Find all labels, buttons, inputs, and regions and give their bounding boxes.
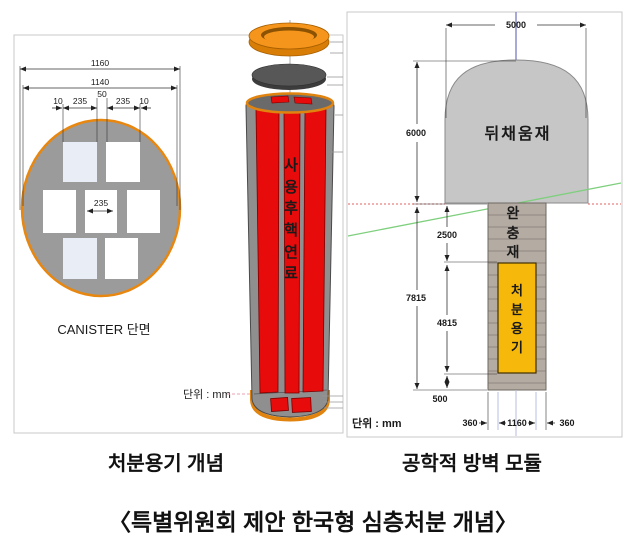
canister-section-title: CANISTER 단면 [57,322,150,337]
callout-leader-lines [322,41,343,409]
dim-500: 500 [432,394,447,404]
fuel-cell [63,142,97,182]
barrier-dimension-lines [413,22,587,430]
buffer-char: 재 [507,244,520,260]
fuel-vertical-label: 사 용 후 핵 연 료 [284,157,298,282]
disposal-container [497,262,537,374]
dim-1160: 1160 [91,58,110,68]
buffer-vertical-label: 완 충 재 [507,205,520,260]
fuel-cell [43,190,76,233]
fuel-char: 료 [284,265,298,282]
exploded-canister: 사 용 후 핵 연 료 [245,20,343,422]
fuel-char: 후 [284,200,298,217]
dim-235-center: 235 [94,198,108,208]
dim-5000: 5000 [506,20,526,30]
caption-figure-title: 〈특별위원회 제안 한국형 심층처분 개념〉 [107,509,519,535]
left-unit-label: 단위 : mm [183,388,231,401]
container-vertical-label: 처 분 용 기 [511,283,523,355]
dim-1140: 1140 [91,77,110,87]
ground-green-line [347,182,622,237]
backfill-label: 뒤채움재 [485,124,552,143]
fuel-char: 연 [284,244,298,261]
container-char: 기 [511,340,523,355]
canister-cross-section: 1160 1140 10 235 50 235 10 235 CANISTER … [19,58,267,401]
bottom-fuel-blocks [270,396,312,413]
fuel-char: 핵 [284,222,298,239]
deposition-hole: 완 충 재 처 분 용 기 [487,202,547,391]
section-dimension-lines [19,66,181,214]
inner-lid-disc [251,63,327,90]
caption-engineered-barrier-module: 공학적 방벽 모듈 [402,453,542,475]
lid-ring [248,22,330,57]
container-char: 처 [511,283,523,298]
fuel-slabs [255,108,327,394]
section-dimension-labels: 1160 1140 10 235 50 235 10 235 [53,58,149,208]
left-panel: 1160 1140 10 235 50 235 10 235 CANISTER … [13,20,344,434]
dim-6000: 6000 [406,128,426,138]
dim-2500: 2500 [437,230,457,240]
top-opening-rim [245,92,335,114]
canister-body: 사 용 후 핵 연 료 [245,92,335,422]
fuel-cell [105,238,138,279]
fuel-cell [63,238,97,279]
right-panel: 뒤채움재 완 충 재 [346,11,623,438]
dim-10-right: 10 [139,96,149,106]
fuel-char: 용 [284,179,298,196]
dim-235-right: 235 [116,96,130,106]
fuel-char: 사 [284,157,298,174]
dim-7815: 7815 [406,293,426,303]
container-char: 용 [511,321,523,336]
dim-360-right: 360 [559,418,574,428]
right-unit-label: 단위 : mm [352,416,402,430]
fuel-slab-tops [270,95,313,105]
dim-4815: 4815 [437,318,457,328]
dim-1160-container: 1160 [507,418,527,428]
dim-50: 50 [97,89,107,99]
dim-235-left: 235 [73,96,87,106]
container-char: 분 [511,302,523,317]
fuel-cell [106,142,140,182]
dim-360-left: 360 [462,418,477,428]
buffer-char: 완 [507,205,520,221]
dim-10-left: 10 [53,96,63,106]
caption-disposal-container-concept: 처분용기 개념 [108,453,224,475]
barrier-dimension-labels: 5000 6000 2500 7815 4815 500 360 1160 36… [406,20,575,428]
fuel-cells [43,142,160,279]
buffer-char: 충 [507,225,520,241]
fuel-cell [127,190,160,233]
fuel-cell [85,190,117,233]
